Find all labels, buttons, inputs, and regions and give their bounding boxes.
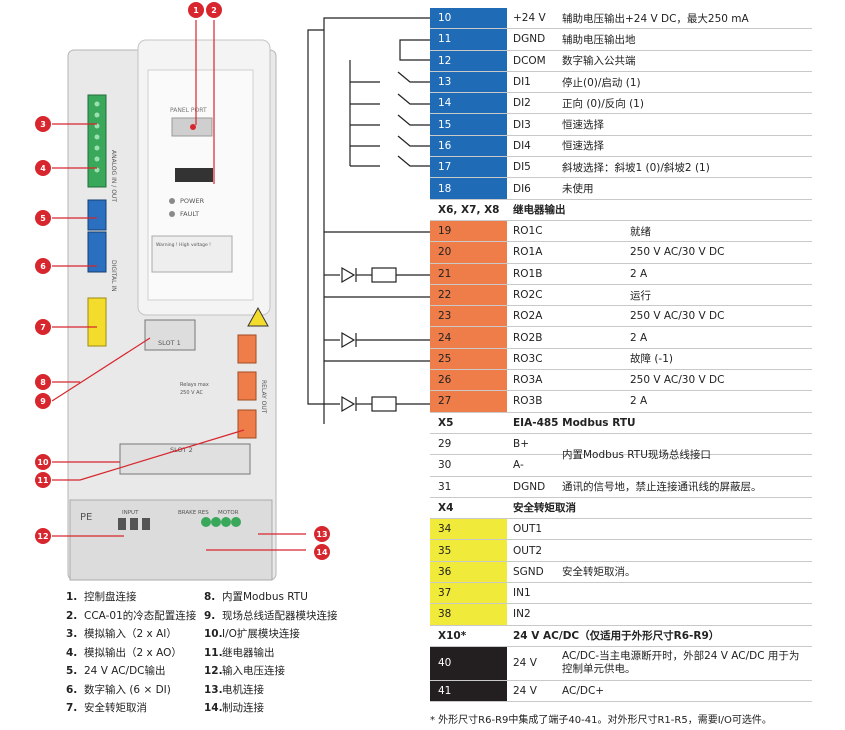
svg-text:250 V AC: 250 V AC [180, 390, 203, 396]
callout-7: 7 [40, 323, 46, 332]
digital-label: DIGITAL IN [110, 260, 117, 292]
legend-item: 5.24 V AC/DC输出 [66, 665, 166, 677]
legend-item: 6.数字输入 (6 × DI) [66, 683, 171, 696]
callout-12: 12 [37, 532, 48, 541]
legend-item: 3.模拟输入（2 x AI） [66, 628, 177, 640]
legend-item: 14.制动连接 [204, 702, 264, 714]
relay-out-label: RELAY OUT [260, 380, 267, 414]
power-label: POWER [180, 197, 205, 205]
section-header-x10: X10*24 V AC/DC（仅适用于外形尺寸R6-R9） [430, 626, 812, 647]
callout-11: 11 [37, 476, 49, 485]
fault-label: FAULT [180, 210, 199, 218]
slot2-label: SLOT 2 [170, 446, 193, 454]
legend-item: 7.安全转矩取消 [66, 702, 147, 714]
callout-2: 2 [211, 6, 217, 15]
slot1-label: SLOT 1 [158, 339, 181, 347]
legend-item: 9.现场总线适配器模块连接 [204, 609, 338, 622]
callout-4: 4 [40, 164, 46, 173]
callout-8: 8 [40, 378, 46, 387]
callout-13: 13 [316, 530, 327, 539]
callout-10: 10 [37, 458, 49, 467]
callout-14: 14 [316, 548, 328, 557]
modbus-description: 内置Modbus RTU现场总线接口 [562, 448, 711, 461]
callout-9: 9 [40, 397, 46, 406]
brake-label: BRAKE RES [178, 510, 209, 516]
svg-text:Warning ! High voltage !: Warning ! High voltage ! [156, 242, 211, 248]
legend-item: 13.电机连接 [204, 683, 264, 696]
callout-3: 3 [40, 120, 46, 129]
component-legend: 1.控制盘连接 8.内置Modbus RTU 2.CCA-01的冷态配置连接 9.现… [66, 588, 366, 718]
pe-label: PE [80, 512, 92, 523]
motor-label: MOTOR [218, 510, 239, 516]
panel-port-label: PANEL PORT [170, 107, 207, 114]
analog-label: ANALOG IN / OUT [110, 150, 117, 202]
drive-control-unit-illustration: PANEL PORT POWER FAULT Warning ! High vo… [35, 2, 330, 581]
legend-item: 1.控制盘连接 [66, 591, 137, 603]
footnote: * 外形尺寸R6-R9中集成了端子40-41。对外形尺寸R1-R5，需要I/O可… [430, 715, 772, 726]
svg-text:Relays max: Relays max [180, 382, 209, 388]
wiring-schematic [307, 17, 430, 424]
callout-5: 5 [40, 214, 46, 223]
legend-item: 2.CCA-01的冷态配置连接 [66, 609, 197, 622]
legend-item: 10.I/O扩展模块连接 [204, 628, 300, 640]
legend-item: 4.模拟输出（2 x AO） [66, 646, 182, 659]
legend-item: 8.内置Modbus RTU [204, 591, 308, 603]
sto-description: 安全转矩取消。 [562, 566, 636, 579]
callout-6: 6 [40, 262, 46, 271]
legend-item: 12.输入电压连接 [204, 665, 285, 677]
legend-item: 11.继电器输出 [204, 646, 275, 659]
input-label: INPUT [122, 510, 139, 516]
callout-1: 1 [193, 6, 199, 15]
